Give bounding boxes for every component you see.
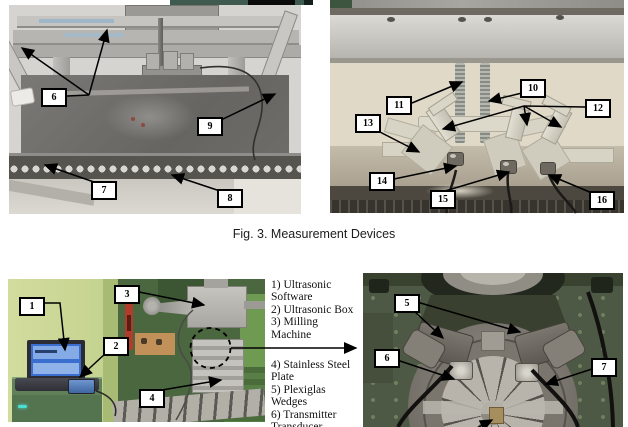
plate-marker-dot (131, 117, 135, 121)
legend-line: 3) Milling (271, 316, 318, 329)
callout-label-12: 12 (585, 99, 611, 118)
wooden-shelf (135, 333, 175, 355)
legend-list-top: 1) Ultrasonic Software 2) Ultrasonic Box… (271, 279, 365, 341)
legend-list-bottom: 4) Stainless Steel Plate 5) Plexiglas We… (271, 359, 365, 427)
callout-label-9: 9 (197, 117, 223, 136)
spindle-end-disc (143, 297, 161, 315)
callout-label-3: 3 (114, 285, 140, 304)
cyan-led (18, 405, 27, 408)
callout-label-7b: 7 (591, 358, 617, 377)
callout-label-13: 13 (355, 114, 381, 133)
threaded-rod-right (480, 63, 490, 143)
brass-fitting (489, 407, 504, 424)
side-plate-left (363, 313, 393, 383)
plate-light-blotch (104, 93, 196, 141)
green-machine-corner (330, 0, 353, 9)
legend-line: Software (271, 291, 313, 304)
corner-bolt (369, 279, 389, 293)
callout-label-8: 8 (217, 189, 243, 208)
beam-bolt (387, 17, 395, 22)
cropped-figure-strip (170, 0, 313, 5)
transducer-carriage-nub (180, 53, 194, 70)
red-lever-dark (127, 315, 131, 331)
beam-bolt (484, 17, 492, 22)
rail-slot-highlight (39, 19, 114, 23)
callout-label-11: 11 (386, 96, 412, 115)
dark-stripe (330, 8, 624, 16)
legend-line: 6) Transmitter (271, 408, 337, 421)
rail-slot-highlight-2 (64, 33, 124, 37)
legend-line: Wedges (271, 396, 308, 409)
transducer-bolt-right (515, 363, 539, 382)
legend-line: 1) Ultrasonic (271, 279, 332, 291)
cropped-figure-dark-block (248, 0, 295, 5)
callout-label-1: 1 (19, 297, 45, 316)
callout-label-7: 7 (91, 181, 117, 200)
beam-bottom-edge (330, 58, 624, 63)
table-surface-right (234, 179, 301, 214)
beam-bolt (556, 15, 564, 20)
spindle-shaft-right (244, 301, 265, 309)
callout-label-15: 15 (430, 190, 456, 209)
cropped-figure-dark-block-2 (304, 0, 313, 5)
bolt-shine (503, 162, 509, 166)
waveform-trace (35, 350, 57, 353)
callout-label-10: 10 (520, 79, 546, 98)
corner-bolt (591, 277, 613, 293)
legend-line: 5) Plexiglas (271, 383, 326, 396)
ultrasonic-box-device (68, 379, 95, 394)
shelf-tool (156, 339, 162, 345)
callout-label-16: 16 (589, 191, 615, 210)
top-metal-strip (352, 0, 624, 9)
transducer-carriage-nub (146, 53, 160, 70)
plate-marker-dot (141, 123, 145, 127)
callout-label-5b: 5 (394, 294, 420, 313)
center-block (481, 331, 505, 351)
wall-background (330, 63, 624, 149)
callout-label-4: 4 (139, 389, 165, 408)
callout-label-6b: 6 (374, 349, 400, 368)
milling-head-box (187, 286, 247, 328)
legend-line: Plate (271, 371, 294, 384)
legend-line: 4) Stainless Steel (271, 359, 351, 371)
shelf-tool (141, 338, 147, 344)
legend-line: Machine (271, 328, 312, 341)
connector-bolt (540, 162, 556, 175)
gantry-rail-middle (13, 30, 299, 45)
fig3-left-photo-scanning-frame (9, 5, 301, 214)
callout-label-14: 14 (369, 172, 395, 191)
arc-inner (460, 273, 526, 285)
callout-label-6: 6 (41, 88, 67, 107)
figure-caption: Fig. 3. Measurement Devices (232, 227, 396, 241)
ribbed-slide-column (192, 339, 244, 393)
transducer-bolt-left (449, 361, 473, 380)
perforated-ruler-beam (9, 153, 301, 182)
ultrasonic-software-window-2 (33, 363, 79, 374)
bench-base-texture (330, 200, 624, 213)
callout-label-2: 2 (103, 337, 129, 356)
cabinet-front (12, 395, 102, 422)
transducer-carriage-nub (163, 51, 178, 70)
crossbeam-bar (330, 15, 624, 60)
legend-line: Transducer (271, 421, 365, 427)
legend-line: 2) Ultrasonic Box (271, 303, 354, 316)
bolt-shine (450, 154, 456, 158)
milling-head-top (204, 279, 228, 288)
beam-bolt (458, 17, 466, 22)
